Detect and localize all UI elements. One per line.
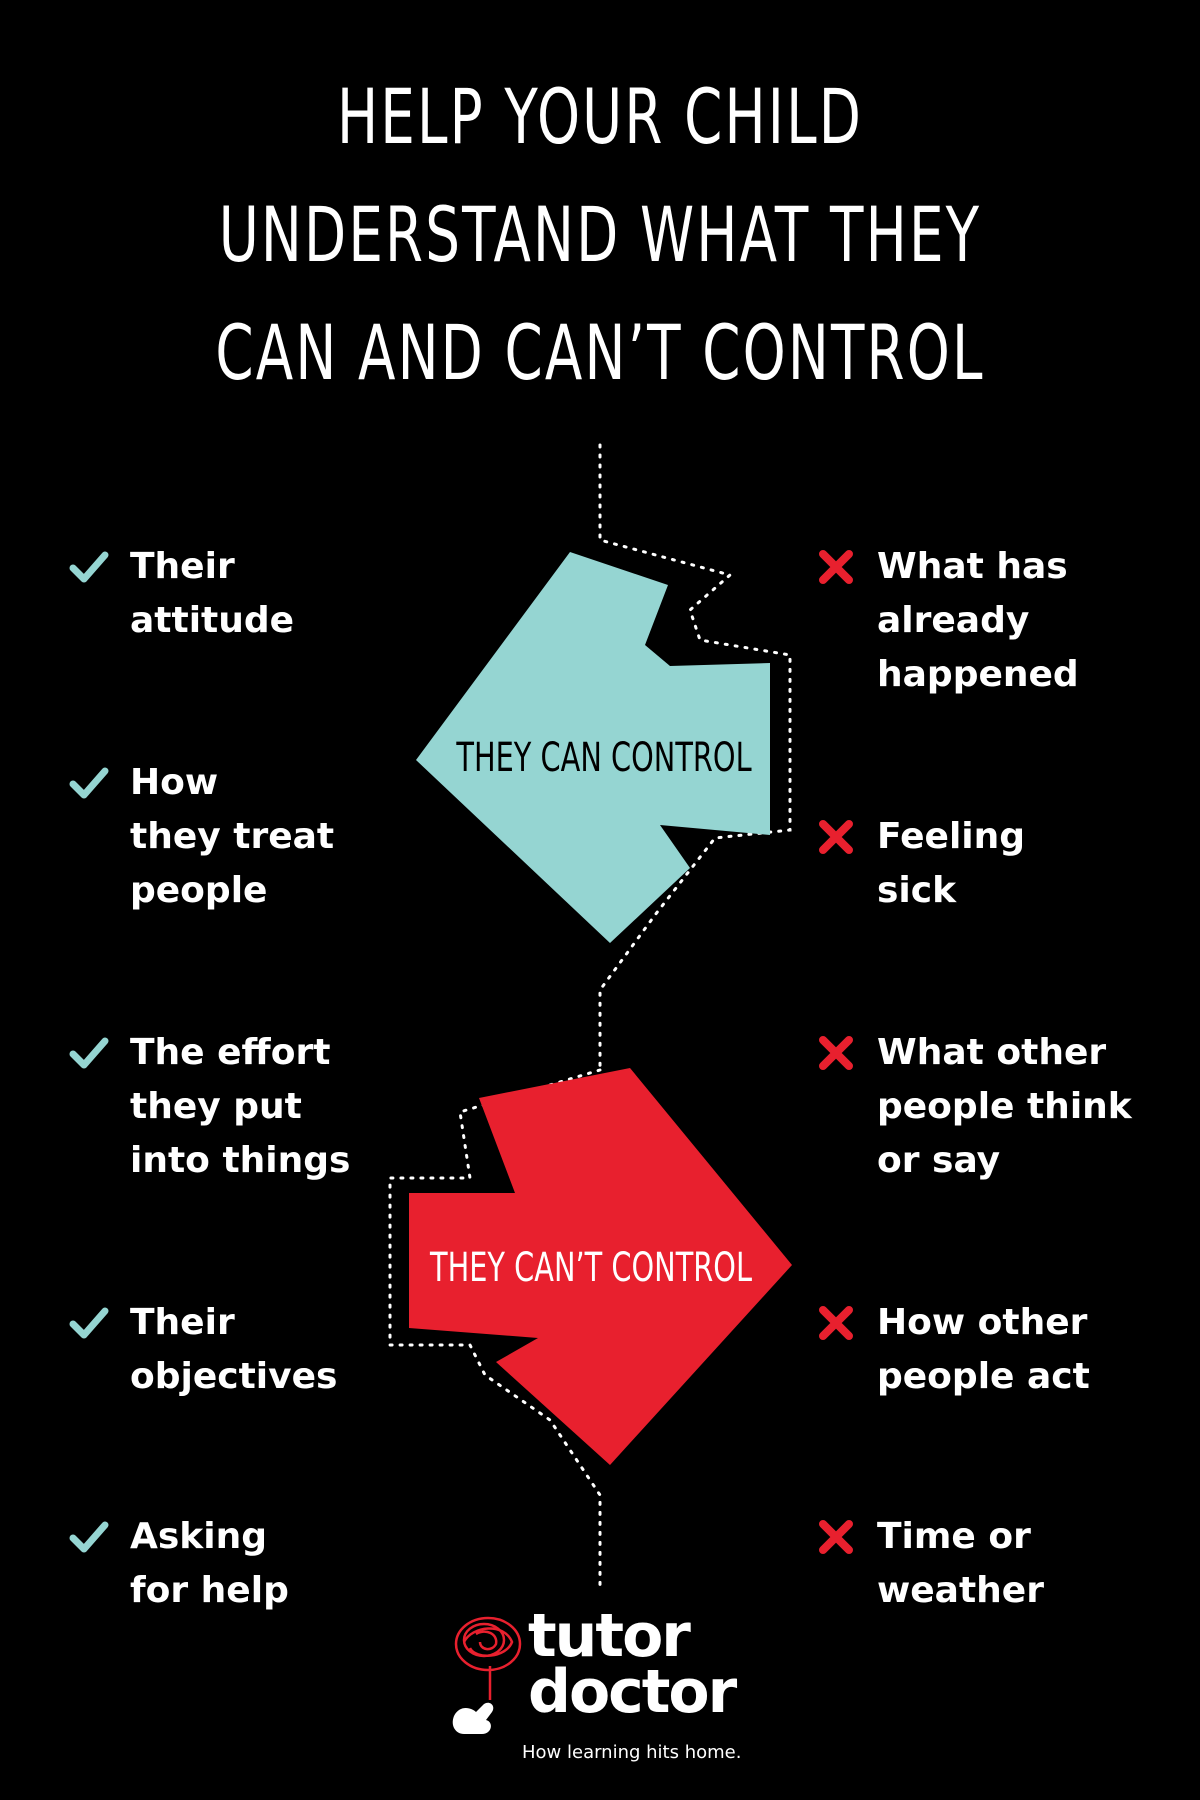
can-item-text: Asking for help xyxy=(130,1516,289,1611)
cant-item: How other people act xyxy=(819,1296,1200,1404)
can-item: How they treat people xyxy=(69,756,530,918)
cross-icon xyxy=(819,1520,853,1554)
cant-item: Feeling sick xyxy=(819,810,1200,918)
check-icon xyxy=(69,1037,109,1069)
cant-item-text: Time or weather xyxy=(877,1516,1044,1611)
can-item: Their objectives xyxy=(69,1296,530,1404)
logo-tagline: How learning hits home. xyxy=(522,1742,742,1763)
can-item: The effort they put into things xyxy=(69,1026,530,1188)
can-item-text: How they treat people xyxy=(130,762,335,911)
cant-control-arrow: THEY CAN’T CONTROL xyxy=(409,1068,792,1465)
can-item: Asking for help xyxy=(69,1510,530,1618)
cross-icon xyxy=(819,1036,853,1070)
can-control-arrow: THEY CAN CONTROL xyxy=(416,552,770,943)
can-item-text: Their attitude xyxy=(130,546,295,641)
page-title: HELP YOUR CHILD UNDERSTAND WHAT THEY CAN… xyxy=(168,58,1032,412)
cross-icon xyxy=(819,550,853,584)
cant-control-label: THEY CAN’T CONTROL xyxy=(429,1245,752,1291)
cross-icon xyxy=(819,820,853,854)
title-line-2: UNDERSTAND WHAT THEY xyxy=(218,190,982,279)
can-control-label: THEY CAN CONTROL xyxy=(456,735,753,781)
can-item: Their attitude xyxy=(69,540,530,648)
cant-item: Time or weather xyxy=(819,1510,1200,1618)
check-icon xyxy=(69,1521,109,1553)
tutor-doctor-logo: tutor doctor How learning hits home. xyxy=(446,1601,776,1778)
dotted-path xyxy=(388,443,792,1594)
cross-icon xyxy=(819,1306,853,1340)
cant-item-text: What other people think or say xyxy=(877,1032,1132,1181)
cant-item-text: What has already happened xyxy=(877,546,1079,695)
logo-brand: tutor doctor xyxy=(528,1601,737,1727)
check-icon xyxy=(69,767,109,799)
brain-hand-icon xyxy=(452,1616,522,1734)
cant-item-text: Feeling sick xyxy=(877,816,1026,911)
cant-item: What other people think or say xyxy=(819,1026,1200,1188)
check-icon xyxy=(69,551,109,583)
title-line-1: HELP YOUR CHILD xyxy=(336,72,864,161)
title-line-3: CAN AND CAN’T CONTROL xyxy=(215,308,985,397)
cant-item-text: How other people act xyxy=(877,1302,1090,1397)
can-item-text: The effort they put into things xyxy=(130,1032,351,1181)
cant-item: What has already happened xyxy=(819,540,1200,702)
check-icon xyxy=(69,1307,109,1339)
can-item-text: Their objectives xyxy=(130,1302,338,1397)
